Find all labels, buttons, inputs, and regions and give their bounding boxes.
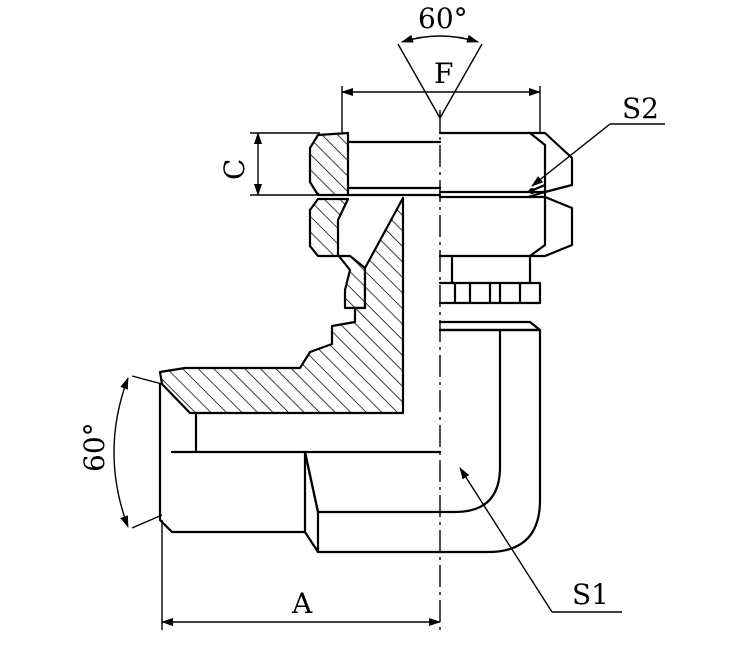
- dim-a-label: A: [291, 587, 313, 620]
- left-angle-dim: 60°: [78, 375, 163, 529]
- s2-label: S2: [622, 92, 659, 125]
- elbow-body: [303, 328, 502, 514]
- top-angle-label: 60°: [418, 2, 468, 35]
- view-right: [303, 131, 574, 554]
- dim-f-label: F: [434, 57, 453, 90]
- s1-label: S1: [572, 578, 609, 611]
- dim-c-label: C: [218, 159, 251, 180]
- leader-s1: S1: [459, 467, 622, 613]
- nut-hex: [438, 131, 574, 194]
- dim-f: F: [341, 57, 541, 133]
- top-angle-dim: 60°: [397, 2, 483, 119]
- dim-a: A: [161, 520, 441, 630]
- leader-s2: S2: [531, 92, 665, 187]
- nut-section: [308, 131, 350, 197]
- body-section: [158, 196, 405, 415]
- nut-section-lower: [308, 197, 367, 310]
- section-left: [158, 131, 442, 534]
- bore-top: [346, 140, 442, 197]
- left-angle-label: 60°: [78, 422, 111, 472]
- center-dot: [529, 188, 535, 194]
- dim-c: C: [218, 132, 320, 196]
